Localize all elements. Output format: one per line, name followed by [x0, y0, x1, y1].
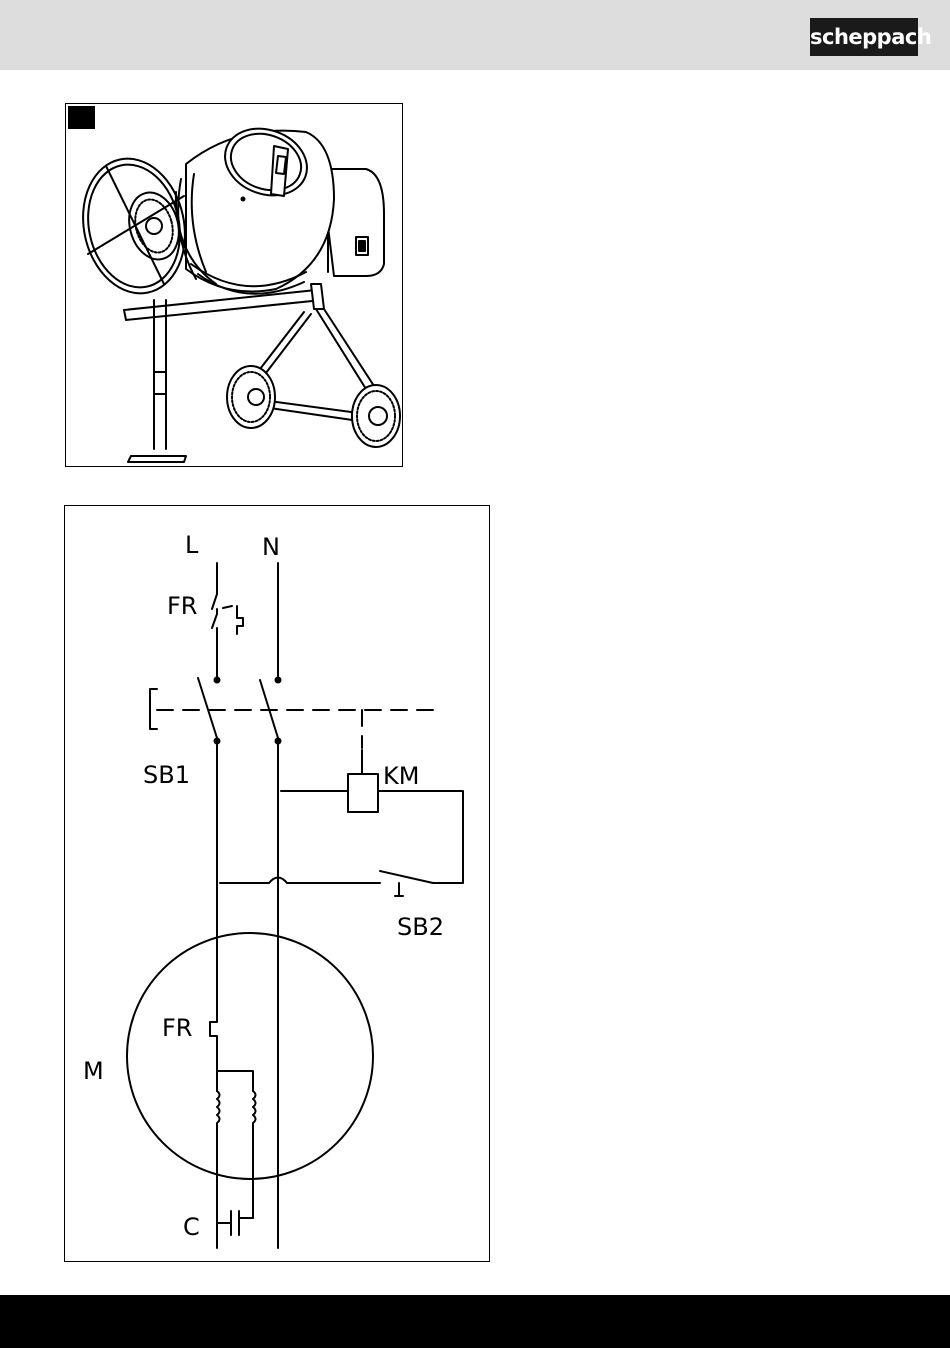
label-fr-motor: FR	[162, 1014, 192, 1042]
wiring-diagram: L N FR SB1 KM SB2 FR M C	[65, 506, 491, 1263]
label-c: C	[183, 1213, 200, 1241]
figure-wiring-diagram: L N FR SB1 KM SB2 FR M C	[64, 505, 490, 1262]
label-l: L	[185, 531, 199, 559]
label-n: N	[262, 533, 280, 561]
scheppach-logo: scheppach	[810, 18, 918, 56]
motor-circle	[127, 933, 373, 1179]
page-header: scheppach	[0, 0, 950, 70]
page-footer	[0, 1295, 950, 1348]
mixer-illustration	[66, 104, 404, 468]
label-m: M	[83, 1057, 104, 1085]
label-sb2: SB2	[397, 913, 444, 941]
label-km: KM	[383, 762, 419, 790]
label-fr-top: FR	[167, 592, 197, 620]
label-sb1: SB1	[143, 761, 190, 789]
figure-mixer	[65, 103, 403, 467]
